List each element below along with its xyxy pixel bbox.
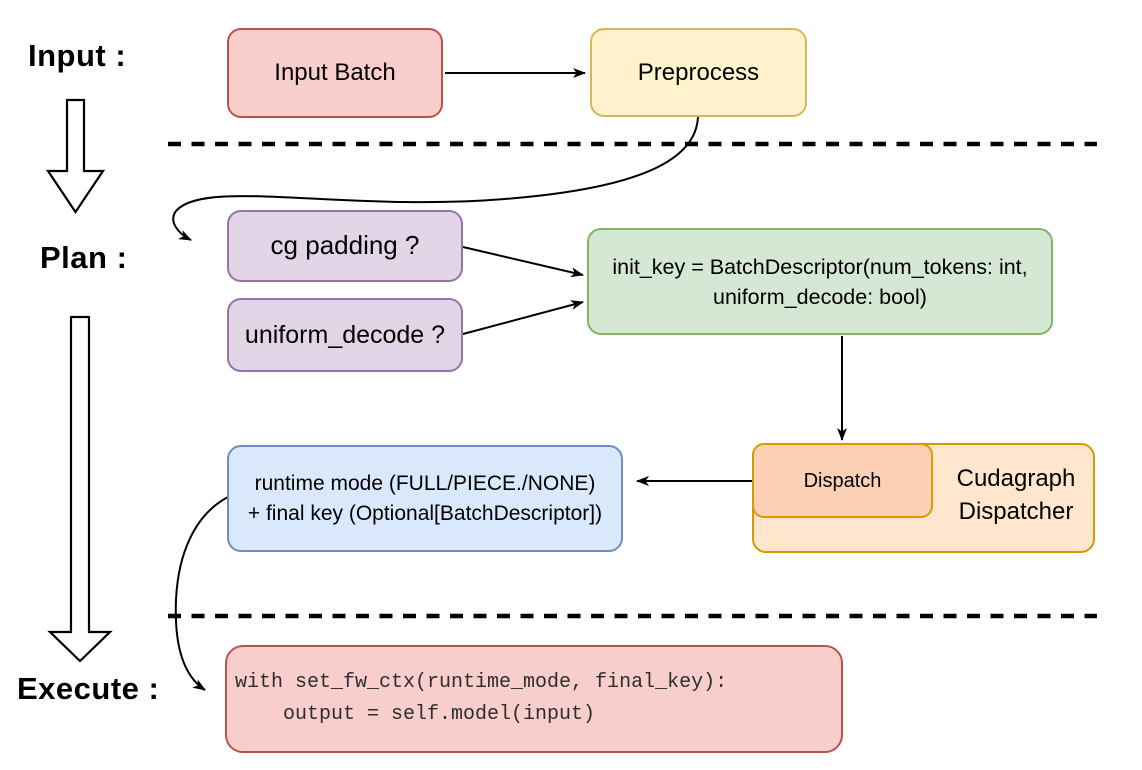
node-input-batch: Input Batch	[227, 28, 443, 118]
node-uniform-decode: uniform_decode ?	[227, 298, 463, 372]
cudagraph-dispatcher-line1: Cudagraph	[956, 465, 1076, 492]
node-runtime-mode: runtime mode (FULL/PIECE./NONE) + final …	[227, 445, 623, 552]
node-execute-code: with set_fw_ctx(runtime_mode, final_key)…	[225, 645, 843, 753]
cudagraph-dispatcher-title: Cudagraph Dispatcher	[935, 445, 1097, 545]
stage-label-execute: Execute :	[17, 671, 160, 706]
node-uniform-decode-label: uniform_decode ?	[244, 320, 446, 349]
input-stage-arrow-icon	[45, 98, 106, 214]
plan-stage-arrow-icon	[47, 315, 113, 663]
execute-code-line1: with set_fw_ctx(runtime_mode, final_key)…	[235, 671, 728, 694]
arrow-preprocess-to-cgpadding	[172, 116, 699, 241]
arrow-uniformdecode-to-initkey	[462, 300, 584, 335]
node-dispatch: Dispatch	[752, 443, 933, 518]
execute-code-line2: output = self.model(input)	[235, 703, 596, 726]
node-preprocess: Preprocess	[590, 28, 807, 117]
node-input-batch-label: Input Batch	[274, 59, 396, 87]
node-init-key: init_key = BatchDescriptor(num_tokens: i…	[587, 228, 1053, 335]
stage-label-plan: Plan :	[40, 240, 128, 275]
node-runtime-mode-line1: runtime mode (FULL/PIECE./NONE)	[254, 471, 596, 495]
arrow-cgpadding-to-initkey	[462, 246, 584, 278]
arrow-runtimemode-to-execute	[174, 496, 229, 691]
cudagraph-dispatcher-line2: Dispatcher	[958, 498, 1074, 525]
stage-label-input: Input :	[28, 38, 127, 73]
node-cg-padding-label: cg padding ?	[270, 230, 420, 261]
node-runtime-mode-line2: + final key (Optional[BatchDescriptor])	[247, 501, 603, 525]
node-init-key-line1: init_key = BatchDescriptor(num_tokens: i…	[612, 254, 1028, 279]
node-init-key-line2: uniform_decode: bool)	[713, 284, 927, 309]
node-dispatch-label: Dispatch	[803, 469, 882, 492]
node-cg-padding: cg padding ?	[227, 210, 463, 282]
node-preprocess-label: Preprocess	[637, 58, 760, 86]
